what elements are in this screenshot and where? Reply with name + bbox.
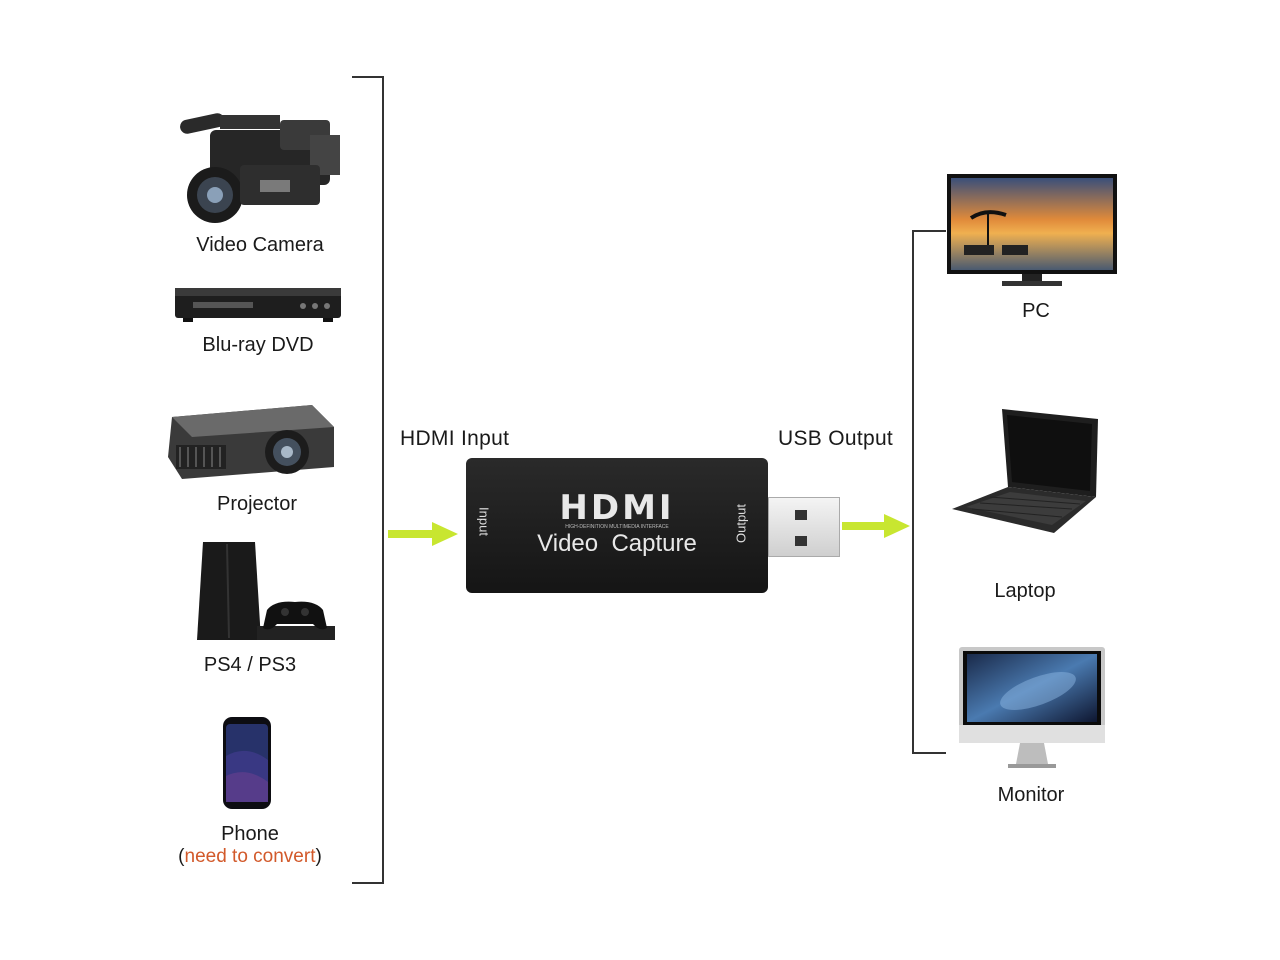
source-label-video-camera: Video Camera <box>196 234 324 256</box>
source-label-phone: Phone (need to convert) <box>160 823 340 868</box>
phone-label: Phone <box>221 823 279 845</box>
projector-icon <box>168 405 334 479</box>
output-arrow-icon <box>842 514 910 538</box>
source-label-ps4-ps3: PS4 / PS3 <box>203 654 297 676</box>
phone-icon <box>223 717 271 809</box>
hdmi-logo: HDMI <box>559 488 675 528</box>
laptop-icon <box>952 409 1098 533</box>
usb-output-label: USB Output <box>778 427 894 450</box>
phone-note-close: ) <box>315 846 322 867</box>
output-label-monitor: Monitor <box>997 784 1065 806</box>
bluray-player-icon <box>175 288 341 322</box>
source-label-bluray-dvd: Blu-ray DVD <box>202 334 314 356</box>
game-console-icon <box>197 542 335 640</box>
hdmi-logo-tagline: HIGH-DEFINITION MULTIMEDIA INTERFACE <box>565 524 669 530</box>
usb-plug <box>768 497 840 557</box>
phone-note-open: ( <box>178 846 185 867</box>
input-arrow-icon <box>388 522 458 546</box>
capture-output-side-label: Output <box>733 503 749 544</box>
capture-device: Input HDMI HIGH-DEFINITION MULTIMEDIA IN… <box>466 458 768 593</box>
usb-pin-bottom <box>795 536 807 546</box>
usb-pin-top <box>795 510 807 520</box>
pc-monitor-icon <box>947 174 1117 286</box>
capture-title: Video Capture <box>537 530 697 557</box>
hdmi-input-label: HDMI Input <box>400 427 510 450</box>
video-camera-icon <box>180 113 340 223</box>
output-label-laptop: Laptop <box>994 580 1056 602</box>
phone-note-text: need to convert <box>184 846 316 867</box>
source-label-projector: Projector <box>216 493 298 515</box>
outputs-bracket <box>912 230 946 754</box>
phone-note: (need to convert) <box>160 846 340 868</box>
imac-monitor-icon <box>959 647 1105 768</box>
sources-bracket <box>352 76 384 884</box>
output-label-pc: PC <box>1022 300 1050 322</box>
